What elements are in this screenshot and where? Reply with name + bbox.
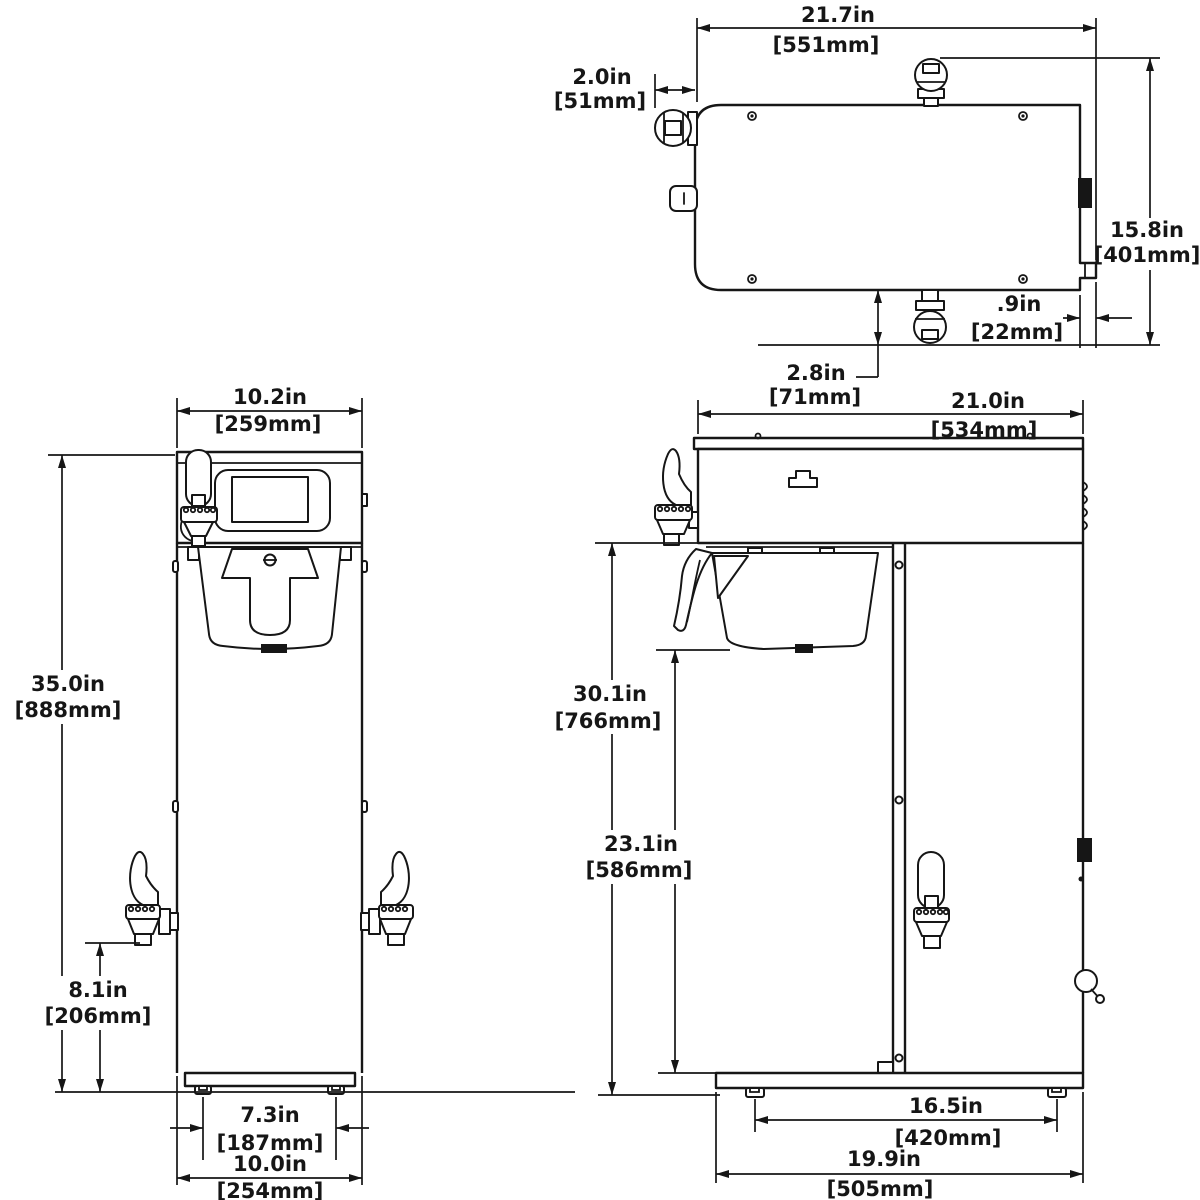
dim-front-height: 35.0in [888mm] bbox=[14, 454, 175, 1092]
dim-side-depth: 21.0in [534mm] bbox=[697, 389, 1084, 442]
rear-switch-block bbox=[1077, 838, 1092, 862]
dim-side-base-depth-in: 19.9in bbox=[847, 1147, 921, 1171]
top-view-body bbox=[693, 103, 1098, 292]
dim-valve-projection-mm: [71mm] bbox=[769, 385, 861, 409]
dim-top-width-in: 21.7in bbox=[801, 3, 875, 27]
dim-front-width-in: 10.2in bbox=[233, 385, 307, 409]
head-faucet-icon bbox=[179, 449, 218, 547]
left-faucet-icon bbox=[125, 850, 179, 946]
dim-front-base-width: 10.0in [254mm] bbox=[176, 1076, 363, 1200]
dim-side-depth-mm: [534mm] bbox=[931, 418, 1038, 442]
dim-top-depth-mm: [401mm] bbox=[1094, 243, 1200, 267]
dim-front-height-in: 35.0in bbox=[31, 672, 105, 696]
dim-side-base-depth-mm: [505mm] bbox=[827, 1177, 934, 1200]
right-faucet-icon bbox=[360, 850, 414, 946]
dim-front-feet-spacing-mm: [187mm] bbox=[217, 1131, 324, 1155]
column-front-face bbox=[891, 543, 907, 1073]
dim-faucet-projection: 2.0in [51mm] bbox=[554, 65, 695, 113]
dim-side-base-depth: 19.9in [505mm] bbox=[715, 1092, 1084, 1200]
dim-rear-fitting: .9in [22mm] bbox=[971, 282, 1132, 348]
side-base-plate bbox=[714, 1071, 1085, 1090]
dim-front-base-width-mm: [254mm] bbox=[217, 1179, 324, 1200]
louver-detail bbox=[1082, 481, 1088, 531]
dim-faucet-projection-mm: [51mm] bbox=[554, 89, 646, 113]
dim-valve-projection-in: 2.8in bbox=[786, 361, 845, 385]
top-box bbox=[696, 447, 1085, 545]
dim-rear-fitting-mm: [22mm] bbox=[971, 320, 1063, 344]
dim-rear-fitting-in: .9in bbox=[997, 292, 1042, 316]
side-tab bbox=[669, 185, 698, 212]
side-head-faucet-icon bbox=[654, 448, 699, 546]
dim-side-feet-spacing-mm: [420mm] bbox=[895, 1126, 1002, 1150]
funnel-web bbox=[713, 555, 749, 599]
rear-connector-block bbox=[1078, 178, 1092, 208]
latch-clip bbox=[788, 470, 818, 488]
dim-top-depth-in: 15.8in bbox=[1110, 218, 1184, 242]
hinge-bump bbox=[361, 560, 368, 573]
front-base-plate bbox=[183, 1071, 357, 1088]
top-faucet-icon bbox=[654, 109, 698, 147]
column-base-bracket bbox=[877, 1061, 894, 1074]
dim-side-height-mm: [766mm] bbox=[555, 709, 662, 733]
dim-front-base-width-in: 10.0in bbox=[233, 1152, 307, 1176]
bottom-valve-icon bbox=[913, 289, 947, 344]
dim-side-height-in: 30.1in bbox=[573, 682, 647, 706]
top-view: 21.7in [551mm] 2.0in [51mm] 15.8in [401m… bbox=[554, 3, 1200, 409]
funnel-spout-tab-side bbox=[795, 644, 813, 653]
dim-faucet-height-in: 8.1in bbox=[68, 978, 127, 1002]
dim-top-width-mm: [551mm] bbox=[773, 33, 880, 57]
dim-side-feet-spacing: 16.5in [420mm] bbox=[754, 1094, 1058, 1150]
front-view: 10.2in [259mm] 35.0in [888mm] 8.1in [206… bbox=[14, 385, 575, 1200]
hinge-bump bbox=[172, 560, 179, 573]
dim-top-width: 21.7in [551mm] bbox=[696, 3, 1097, 260]
dim-faucet-projection-in: 2.0in bbox=[572, 65, 631, 89]
dim-faucet-height: 8.1in [206mm] bbox=[44, 942, 154, 1092]
head-side-bump bbox=[361, 493, 368, 507]
dim-valve-projection: 2.8in [71mm] bbox=[769, 290, 882, 409]
dim-front-width: 10.2in [259mm] bbox=[176, 385, 363, 448]
dim-front-feet-spacing-in: 7.3in bbox=[240, 1103, 299, 1127]
dim-front-feet-spacing: 7.3in [187mm] bbox=[170, 1097, 369, 1160]
drain-valve-icon bbox=[1074, 969, 1105, 1004]
top-valve-icon bbox=[914, 58, 948, 107]
dim-faucet-height-mm: [206mm] bbox=[45, 1004, 152, 1028]
dim-side-clearance: 23.1in [586mm] bbox=[586, 649, 730, 1074]
hinge-bump bbox=[361, 800, 368, 813]
screw-icon bbox=[747, 111, 1028, 284]
hinge-bump bbox=[172, 800, 179, 813]
dim-side-height: 30.1in [766mm] bbox=[555, 542, 720, 1096]
column-faucet-icon bbox=[913, 851, 950, 949]
dim-side-clearance-mm: [586mm] bbox=[586, 858, 693, 882]
funnel-handle bbox=[221, 548, 319, 636]
side-view: 21.0in [534mm] 30.1in [766mm] 23.1in [58… bbox=[555, 389, 1105, 1200]
funnel-spout-tab bbox=[261, 644, 287, 653]
dim-front-height-mm: [888mm] bbox=[15, 698, 122, 722]
dim-side-clearance-in: 23.1in bbox=[604, 832, 678, 856]
dim-side-feet-spacing-in: 16.5in bbox=[909, 1094, 983, 1118]
dim-side-depth-in: 21.0in bbox=[951, 389, 1025, 413]
dim-top-depth: 15.8in [401mm] bbox=[758, 57, 1200, 346]
brew-funnel-side bbox=[711, 552, 879, 650]
display-screen bbox=[231, 476, 309, 523]
dim-front-width-mm: [259mm] bbox=[215, 412, 322, 436]
